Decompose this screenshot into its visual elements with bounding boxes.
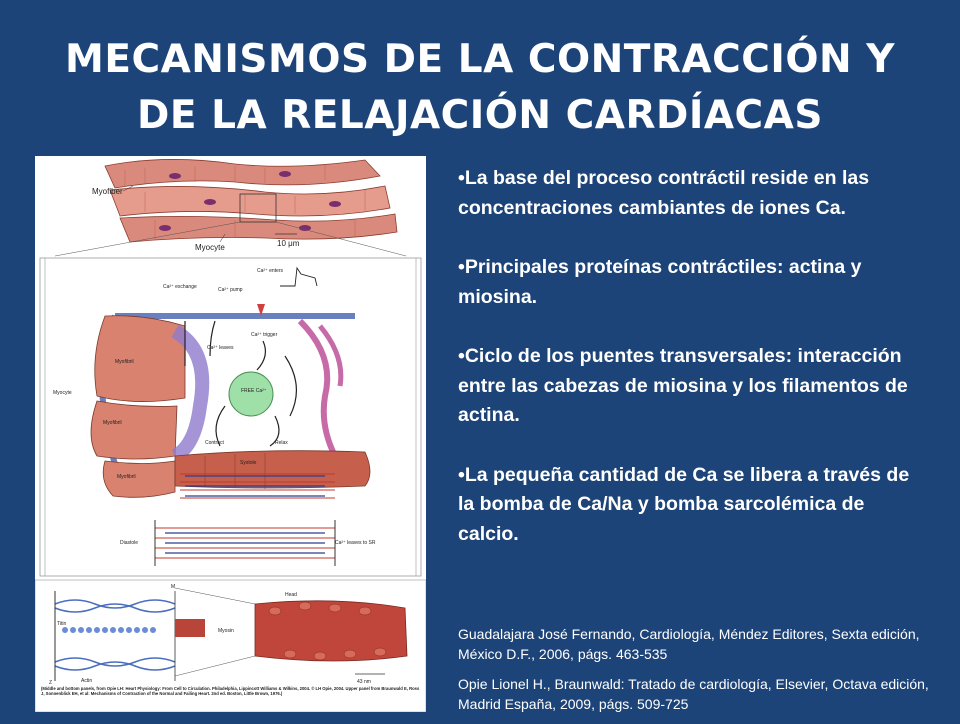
nm43-label: 43 nm xyxy=(357,679,371,685)
slide-title: MECANISMOS DE LA CONTRACCIÓN Y DE LA REL… xyxy=(0,32,960,144)
figure-credit: (Middle and bottom panels, from Opie LH:… xyxy=(41,686,420,696)
bullet-2: •Principales proteínas contráctiles: act… xyxy=(458,256,862,308)
relax-label: Relax xyxy=(275,440,288,446)
z-label: Z xyxy=(49,680,52,686)
contract-label: Contract xyxy=(205,440,225,446)
myofibril-label-2: Myofibril xyxy=(103,420,122,426)
ca-leaves-label: Ca²⁺ leaves xyxy=(207,345,234,351)
diastole-label: Diastole xyxy=(120,540,138,546)
bullet-3: •Ciclo de los puentes transversales: int… xyxy=(458,345,908,426)
bullet-1: •La base del proceso contráctil reside e… xyxy=(458,167,870,219)
reference-2: Opie Lionel H., Braunwald: Tratado de ca… xyxy=(458,676,929,712)
myosin-label: Myosin xyxy=(218,628,234,634)
cell-mechanism-panel: FREE Ca²⁺ xyxy=(39,257,422,577)
ca-trigger-label: Ca²⁺ trigger xyxy=(251,332,278,338)
ca-exchange-label: Ca²⁺ exchange xyxy=(163,284,197,290)
filament-panel: Titin Actin Myosin Head 43 nm Z M (Middl… xyxy=(35,579,426,712)
ca-enters-label: Ca²⁺ enters xyxy=(257,268,283,274)
ca-pump-label: Ca²⁺ pump xyxy=(218,287,243,293)
m-label: M xyxy=(171,584,175,590)
free-ca-label: FREE Ca²⁺ xyxy=(241,388,267,394)
bullet-4: •La pequeña cantidad de Ca se libera a t… xyxy=(458,463,910,545)
references: Guadalajara José Fernando, Cardiología, … xyxy=(458,624,938,724)
reference-1: Guadalajara José Fernando, Cardiología, … xyxy=(458,626,920,662)
bullet-list: •La base del proceso contráctil reside e… xyxy=(458,164,928,579)
myofiber-label: Myofiber xyxy=(92,187,123,196)
myofiber-panel: Myofiber Myocyte 10 μm xyxy=(35,156,426,257)
systole-label: Systole xyxy=(240,460,257,466)
figure-drawing: Myofiber Myocyte 10 μm FRE xyxy=(35,156,426,712)
myocyte-mid-label: Myocyte xyxy=(53,390,72,396)
actin-label: Actin xyxy=(81,678,92,684)
titin-label: Titin xyxy=(57,621,66,627)
myocyte-top-label: Myocyte xyxy=(195,243,225,252)
myofibril-label-3: Myofibril xyxy=(117,474,136,480)
title-line-2: DE LA RELAJACIÓN CARDÍACAS xyxy=(137,93,823,138)
cardiac-contraction-figure: Myofiber Myocyte 10 μm FRE xyxy=(35,156,426,712)
ca-leaves-sr-label: Ca²⁺ leaves to SR xyxy=(335,540,376,546)
myofibril-label-1: Myofibril xyxy=(115,359,134,365)
head-label: Head xyxy=(285,592,297,598)
scale-label: 10 μm xyxy=(277,239,300,248)
title-line-1: MECANISMOS DE LA CONTRACCIÓN Y xyxy=(65,37,895,82)
